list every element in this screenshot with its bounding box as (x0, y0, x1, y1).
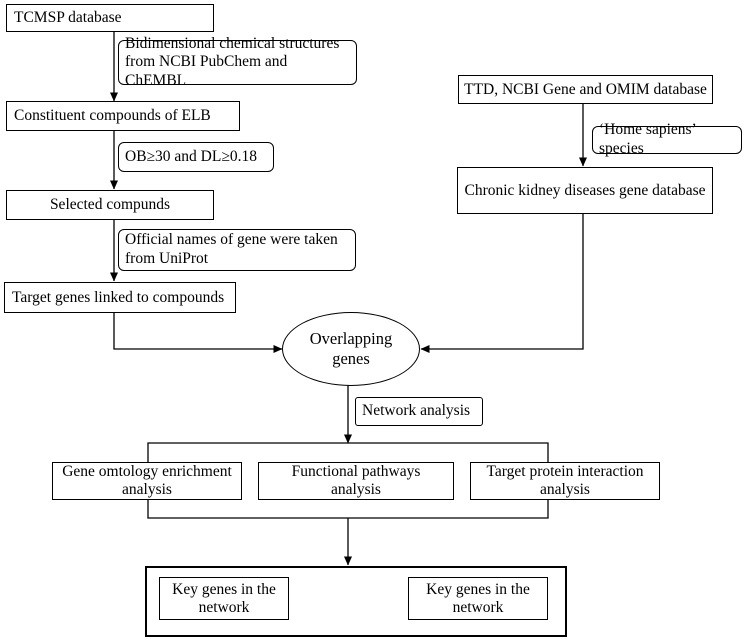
uniprot-label: Official names of gene were taken from U… (125, 231, 338, 267)
network-analysis-label: Network analysis (362, 402, 471, 420)
key-genes-left-box: Key genes in the network (159, 577, 289, 620)
arrow-ckd-to-overlap (420, 214, 584, 353)
merge-bracket (147, 500, 549, 519)
ttd-ncbi-omim-box: TTD, NCBI Gene and OMIM database (458, 75, 713, 104)
structures-source-label: Bidimensional chemical structures from N… (125, 34, 340, 89)
overlapping-genes-ellipse: Overlapping genes (282, 312, 420, 386)
branch-bracket (147, 442, 549, 462)
selected-compounds-box: Selected compunds (6, 190, 214, 220)
ttd-ncbi-omim-label: TTD, NCBI Gene and OMIM database (464, 80, 707, 98)
protein-interaction-label: Target protein interaction analysis (486, 463, 644, 498)
constituent-compounds-label: Constituent compounds of ELB (14, 107, 211, 125)
target-genes-label: Target genes linked to compounds (12, 288, 225, 306)
ob-dl-filter-label: OB≥30 and DL≥0.18 (125, 147, 257, 165)
protein-interaction-box: Target protein interaction analysis (470, 462, 660, 500)
key-genes-right-box: Key genes in the network (408, 577, 548, 620)
ob-dl-filter-note: OB≥30 and DL≥0.18 (118, 142, 274, 172)
arrow-target-to-overlap (113, 313, 283, 353)
constituent-compounds-box: Constituent compounds of ELB (6, 101, 240, 131)
uniprot-note: Official names of gene were taken from U… (118, 229, 356, 271)
functional-pathways-label: Functional pathways analysis (291, 463, 421, 498)
structures-source-note: Bidimensional chemical structures from N… (118, 35, 357, 89)
gene-ontology-box: Gene omtology enrichment analysis (52, 462, 242, 500)
species-note: ‘Home sapiens’ species (592, 121, 742, 157)
tcmsp-database-box: TCMSP database (6, 4, 214, 32)
network-analysis-note: Network analysis (355, 397, 483, 426)
ckd-gene-database-label: Chronic kidney diseases gene database (464, 181, 706, 199)
key-genes-left-label: Key genes in the network (172, 580, 276, 616)
tcmsp-database-label: TCMSP database (14, 9, 122, 27)
key-genes-right-label: Key genes in the network (426, 580, 530, 616)
selected-compounds-label: Selected compunds (49, 196, 171, 214)
functional-pathways-box: Functional pathways analysis (258, 462, 454, 500)
target-genes-box: Target genes linked to compounds (4, 282, 236, 313)
ckd-gene-database-box: Chronic kidney diseases gene database (457, 167, 713, 214)
species-label: ‘Home sapiens’ species (599, 121, 696, 157)
gene-ontology-label: Gene omtology enrichment analysis (62, 463, 232, 498)
overlapping-genes-label: Overlapping genes (309, 329, 393, 368)
